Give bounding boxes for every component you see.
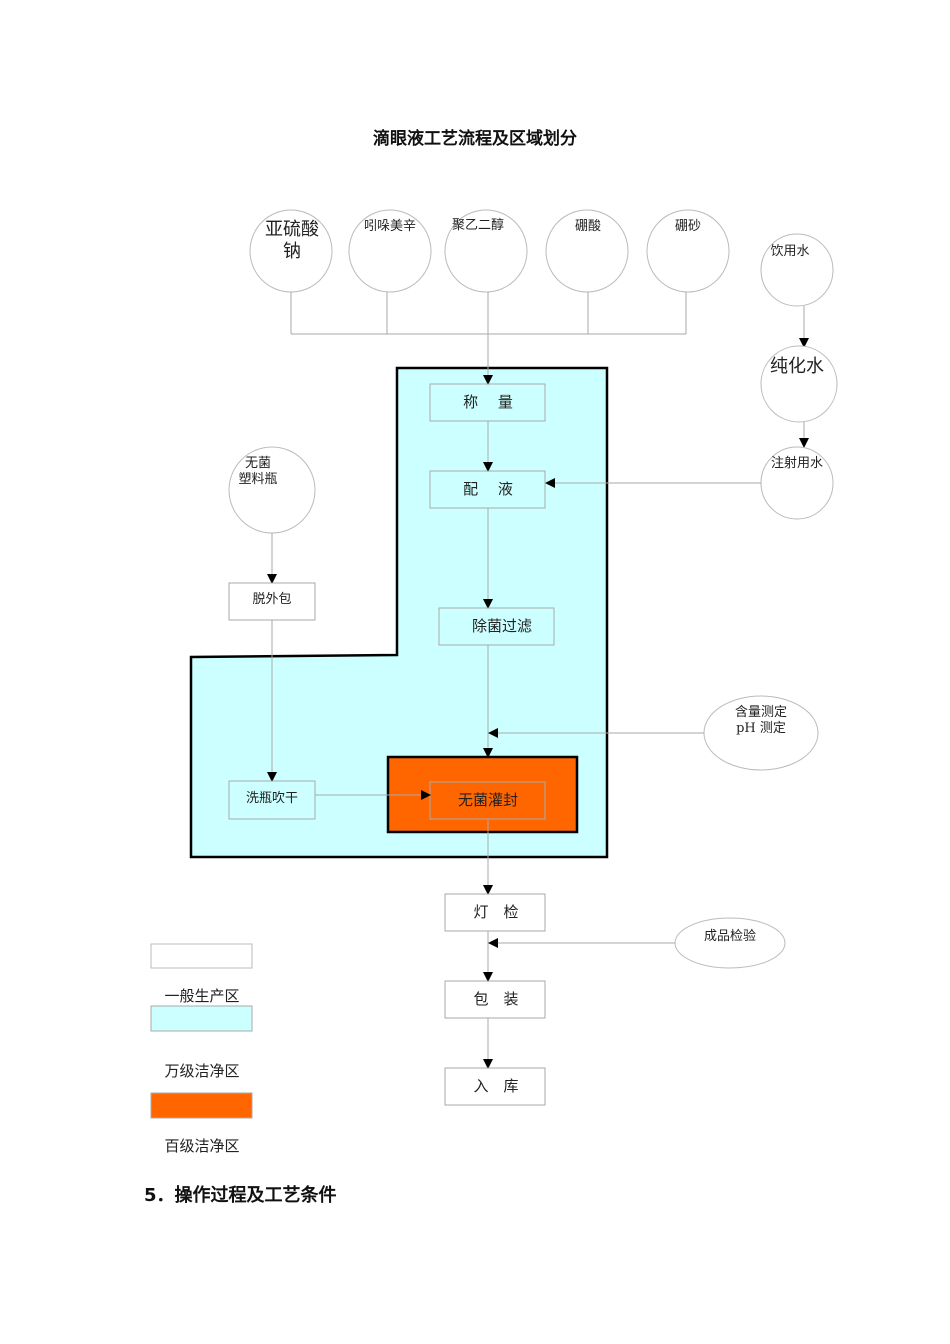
legend-label-general: 一般生产区 xyxy=(164,987,239,1005)
step-unpack: 脱外包 xyxy=(228,582,316,621)
step-sterile-filter: 除菌过滤 xyxy=(438,607,555,646)
svg-text:入 库: 入 库 xyxy=(473,1077,518,1095)
raw-material-borax: 硼砂 xyxy=(646,209,730,293)
raw-material-connectors xyxy=(290,292,687,335)
legend-swatch-general xyxy=(150,943,253,969)
raw-material-sodium-sulfite: 亚硫酸 钠 xyxy=(249,209,333,293)
svg-text:钠: 钠 xyxy=(283,241,301,262)
class-10000-clean-zone xyxy=(189,366,609,859)
svg-text:无菌灌封: 无菌灌封 xyxy=(458,791,518,809)
svg-text:洗瓶吹干: 洗瓶吹干 xyxy=(246,791,298,806)
svg-text:注射用水: 注射用水 xyxy=(771,455,823,471)
drinking-water-circle: 饮用水 xyxy=(760,233,834,307)
step-storage: 入 库 xyxy=(444,1067,546,1106)
svg-text:配 液: 配 液 xyxy=(463,480,513,498)
section-heading: 5．操作过程及工艺条件 xyxy=(144,1184,337,1206)
svg-text:纯化水: 纯化水 xyxy=(770,356,824,377)
svg-text:除菌过滤: 除菌过滤 xyxy=(472,617,532,635)
injection-water-circle: 注射用水 xyxy=(760,446,834,520)
svg-text:pH 测定: pH 测定 xyxy=(736,721,786,736)
sterile-plastic-bottle-circle: 无菌 塑料瓶 xyxy=(228,446,316,534)
content-ph-test-ellipse: 含量测定 pH 测定 xyxy=(703,695,819,771)
svg-text:含量测定: 含量测定 xyxy=(735,704,787,720)
legend-label-class-100: 百级洁净区 xyxy=(164,1137,239,1155)
svg-text:硼酸: 硼酸 xyxy=(575,219,601,234)
legend-swatch-class-100 xyxy=(150,1092,253,1119)
step-light-inspection: 灯 检 xyxy=(444,893,546,932)
diagram-title: 滴眼液工艺流程及区域划分 xyxy=(373,128,577,149)
svg-text:脱外包: 脱外包 xyxy=(252,592,291,607)
final-product-test-ellipse: 成品检验 xyxy=(674,917,786,969)
step-packaging: 包 装 xyxy=(444,980,546,1019)
raw-material-indomethacin: 吲哚美辛 xyxy=(348,209,432,293)
svg-text:聚乙二醇: 聚乙二醇 xyxy=(452,217,504,233)
svg-text:称 量: 称 量 xyxy=(463,393,513,411)
svg-text:饮用水: 饮用水 xyxy=(770,244,809,259)
svg-text:亚硫酸: 亚硫酸 xyxy=(265,219,319,240)
svg-text:无菌: 无菌 xyxy=(245,456,271,471)
legend-label-class-10000: 万级洁净区 xyxy=(164,1062,239,1080)
svg-text:包 装: 包 装 xyxy=(473,990,518,1008)
svg-text:吲哚美辛: 吲哚美辛 xyxy=(364,219,416,234)
purified-water-circle: 纯化水 xyxy=(760,345,838,423)
legend-swatch-class-10000 xyxy=(150,1005,253,1032)
svg-text:灯 检: 灯 检 xyxy=(473,903,518,921)
svg-text:塑料瓶: 塑料瓶 xyxy=(238,472,277,487)
svg-text:硼砂: 硼砂 xyxy=(675,219,701,234)
raw-material-peg: 聚乙二醇 xyxy=(444,209,528,293)
step-wash-dry: 洗瓶吹干 xyxy=(228,780,316,820)
svg-text:成品检验: 成品检验 xyxy=(704,928,756,944)
raw-material-boric-acid: 硼酸 xyxy=(545,209,629,293)
